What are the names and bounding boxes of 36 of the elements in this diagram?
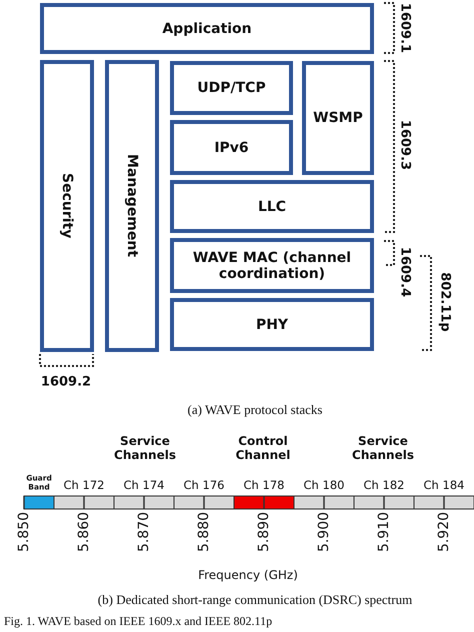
layer-box: LLC	[170, 180, 374, 233]
layer-box: PHY	[170, 298, 374, 351]
channel-label: Ch 184	[424, 478, 464, 492]
figure-caption: Fig. 1. WAVE based on IEEE 1609.x and IEEE 802.11p	[4, 614, 272, 629]
tick-label: 5.890	[256, 512, 272, 552]
channel-label: Ch 182	[364, 478, 404, 492]
tick-label: 5.880	[196, 512, 212, 552]
standard-label: 1609.4	[398, 246, 412, 298]
channel-label: Ch 180	[304, 478, 344, 492]
channel-label: Ch 172	[64, 478, 104, 492]
band-group-label: Service Channels	[351, 435, 415, 463]
tick-label: 5.900	[316, 512, 332, 552]
tick-label: 5.920	[436, 512, 452, 552]
layer-box: WAVE MAC (channel coordination)	[170, 238, 374, 293]
standard-label: 1609.2	[40, 374, 92, 390]
tick-label: 5.870	[136, 512, 152, 552]
standard-label: 802.11p	[438, 272, 452, 332]
band-group-label: Control Channel	[234, 435, 292, 463]
tick-label: 5.860	[76, 512, 92, 552]
subfigure-caption: (a) WAVE protocol stacks	[188, 402, 322, 418]
tick-label: 5.850	[16, 512, 32, 552]
layer-box: Management	[105, 60, 159, 352]
layer-box: Application	[40, 3, 374, 54]
tick-label: 5.910	[376, 512, 392, 552]
axis-title: Frequency (GHz)	[198, 568, 298, 582]
subfigure-caption: (b) Dedicated short-range communication (DSRC) spectrum	[98, 592, 412, 608]
layer-box: UDP/TCP	[170, 61, 293, 115]
standard-label: 1609.1	[398, 2, 412, 54]
layer-box: IPv6	[170, 120, 293, 175]
standard-label: 1609.3	[398, 120, 412, 170]
layer-box: Security	[40, 60, 94, 352]
channel-label: Ch 176	[184, 478, 224, 492]
band-group-label: Service Channels	[113, 435, 177, 463]
layer-box: WSMP	[302, 61, 374, 175]
channel-label: Ch 174	[124, 478, 164, 492]
channel-label: Ch 178	[244, 478, 284, 492]
